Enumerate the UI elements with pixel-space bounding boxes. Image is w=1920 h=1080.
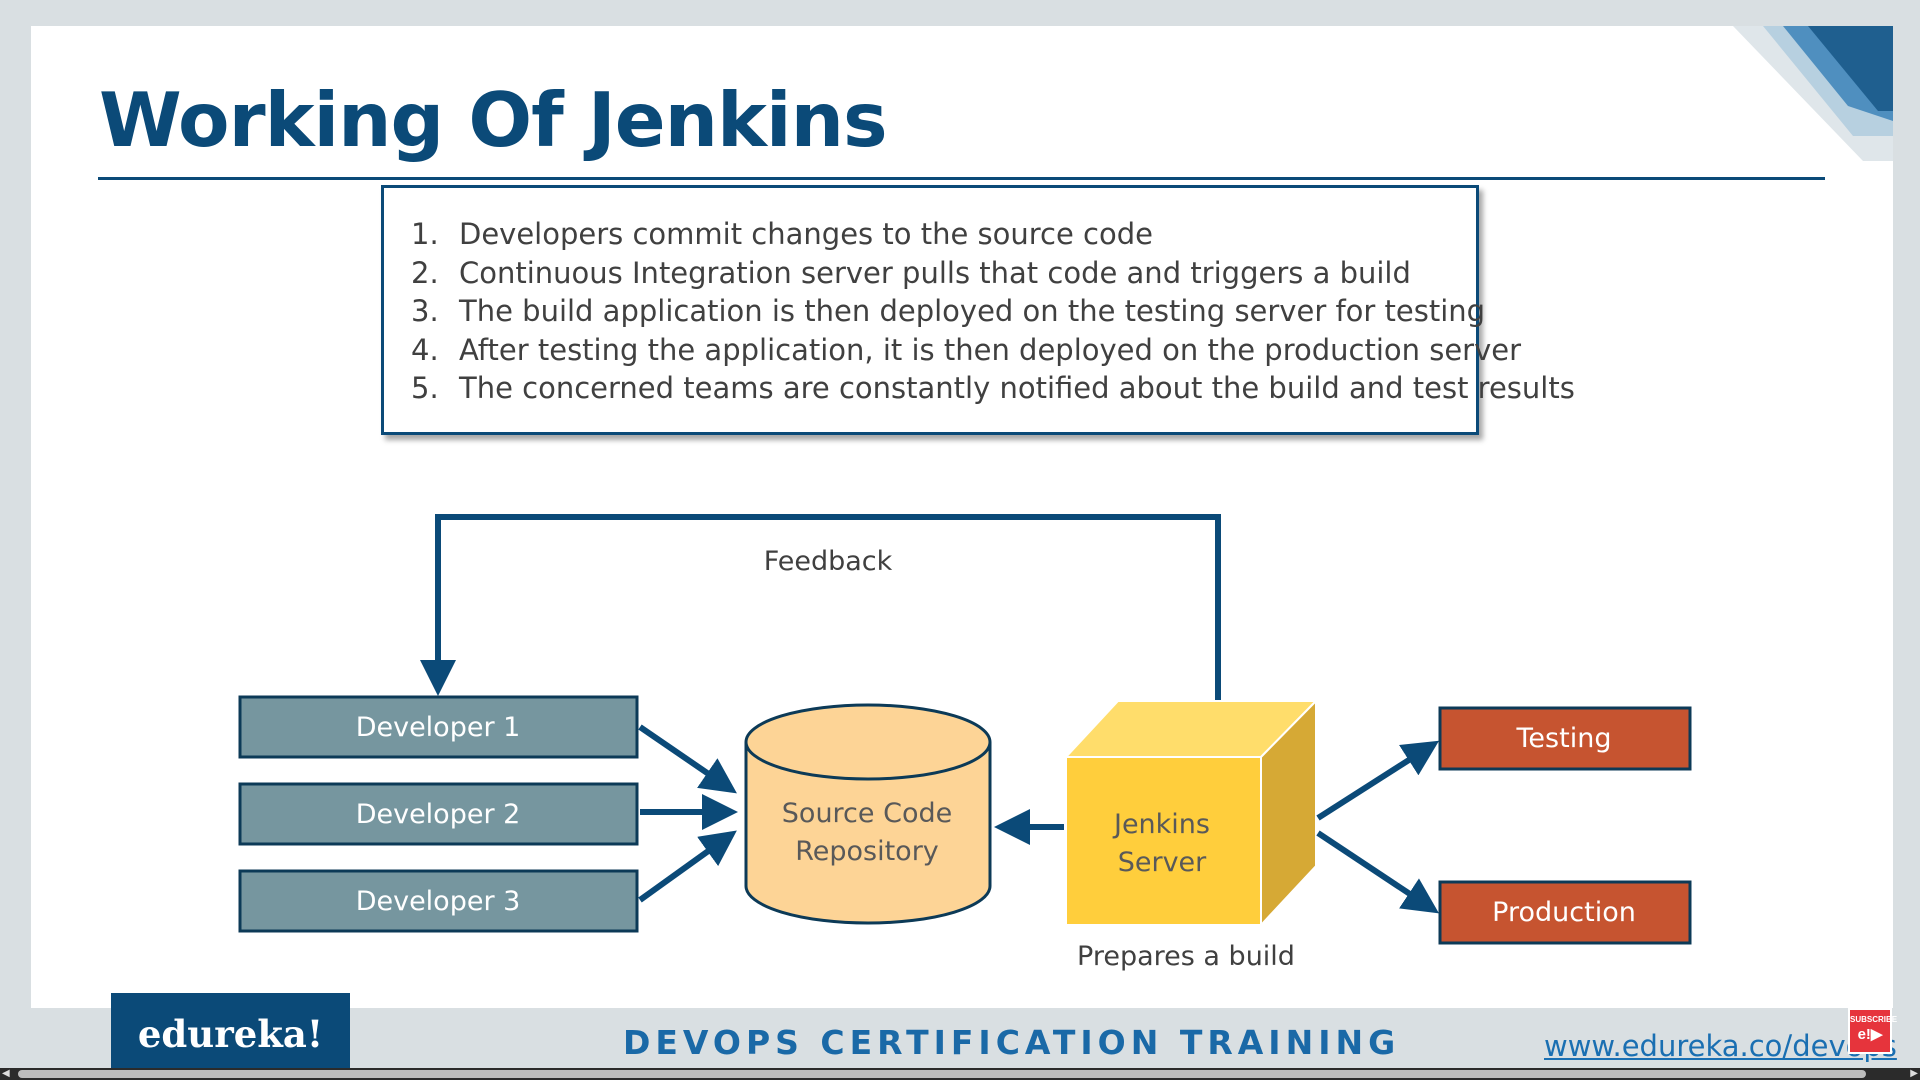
deploy-arrow <box>1316 830 1439 914</box>
page-title: Working Of Jenkins <box>99 76 888 164</box>
repository-label: Source Code <box>782 798 952 829</box>
commit-arrow <box>638 724 737 794</box>
subscribe-icon: e!▶ <box>1857 1026 1883 1043</box>
feedback-arrow <box>420 514 1221 700</box>
developer-box: Developer 3 <box>238 869 639 933</box>
scroll-left-icon[interactable]: ◀ <box>2 1068 10 1079</box>
deploy-arrow <box>1316 740 1440 821</box>
step-number: 3. <box>411 294 439 328</box>
step-text: Developers commit changes to the source … <box>459 217 1153 251</box>
testing-label: Testing <box>1516 723 1612 754</box>
production-label: Production <box>1492 897 1636 928</box>
step-number: 4. <box>411 332 439 367</box>
step-text: Continuous Integration server pulls that… <box>459 255 1411 290</box>
subscribe-button[interactable]: SUBSCRIBE e!▶ <box>1848 1008 1898 1054</box>
steps-box: 1. Developers commit changes to the sourc… <box>381 185 1575 435</box>
jenkins-caption: Prepares a build <box>1077 941 1295 972</box>
production-box: Production <box>1438 880 1692 945</box>
developer-label: Developer 2 <box>356 799 521 830</box>
scrollbar-thumb[interactable] <box>18 1070 1866 1078</box>
jenkins-workflow-diagram: Feedback Developer 1 Developer 2 Develop… <box>238 514 1692 972</box>
testing-box: Testing <box>1438 706 1692 771</box>
title-divider <box>98 177 1825 180</box>
step-text: The build application is then deployed o… <box>459 294 1486 328</box>
step-number: 2. <box>411 255 439 290</box>
feedback-label: Feedback <box>764 546 893 577</box>
repository-label: Repository <box>795 836 939 867</box>
edureka-logo[interactable]: edureka! <box>111 993 350 1068</box>
step-number: 5. <box>411 371 439 405</box>
step-number: 1. <box>411 217 439 251</box>
step-item: 3. The build application is then deployed… <box>411 292 1485 331</box>
developer-box: Developer 2 <box>238 782 639 846</box>
step-text: After testing the application, it is the… <box>459 332 1522 367</box>
website-link[interactable]: www.edureka.co/devops <box>1544 1029 1897 1063</box>
jenkins-label: Server <box>1118 847 1207 878</box>
steps-list: 1. Developers commit changes to the sourc… <box>411 215 1575 408</box>
developer-box: Developer 1 <box>238 695 639 759</box>
developer-label: Developer 1 <box>356 712 521 743</box>
developer-label: Developer 3 <box>356 886 521 917</box>
step-item: 2. Continuous Integration server pulls th… <box>411 254 1476 293</box>
corner-decoration <box>1733 26 1893 161</box>
step-text: The concerned teams are constantly notif… <box>459 371 1575 405</box>
step-item: 5. The concerned teams are constantly not… <box>411 369 1575 408</box>
repository-cylinder: Source Code Repository <box>744 703 992 925</box>
course-title: DEVOPS CERTIFICATION TRAINING <box>623 1023 1401 1062</box>
jenkins-label: Jenkins <box>1112 809 1210 840</box>
commit-arrow <box>638 830 737 903</box>
jenkins-server-cube: Jenkins Server <box>1063 698 1319 928</box>
scroll-right-icon[interactable]: ▶ <box>1910 1068 1918 1079</box>
step-item: 1. Developers commit changes to the sourc… <box>411 215 1476 254</box>
subscribe-label: SUBSCRIBE <box>1850 1015 1898 1024</box>
step-item: 4. After testing the application, it is t… <box>411 331 1521 370</box>
